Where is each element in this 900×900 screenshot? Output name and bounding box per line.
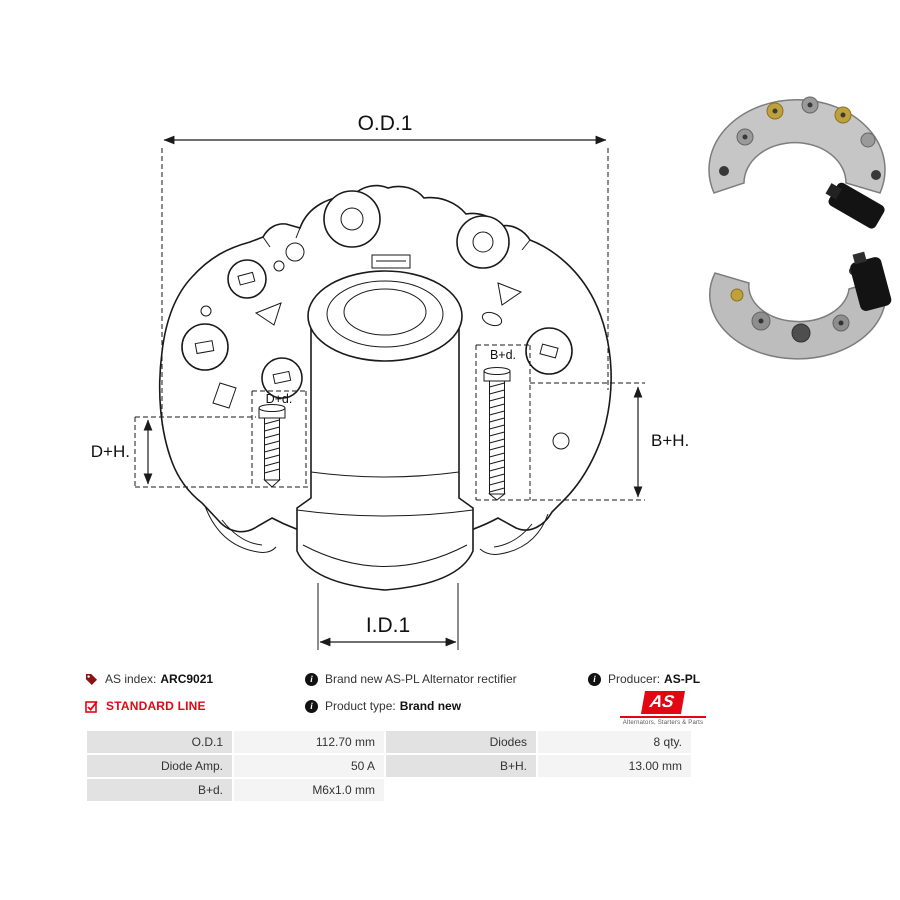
spec-value-cell: M6x1.0 mm [234,779,384,801]
spec-value-cell: 50 A [234,755,384,777]
info-icon: i [305,672,318,686]
dimension-bd-label: B+d. [490,348,516,362]
left-stud [258,404,286,488]
dimension-bd: B+d. [475,344,531,500]
dimension-dd: D+d. [251,390,307,487]
aspl-logo-mark: AS [641,691,685,714]
dimension-id1-label: I.D.1 [366,614,410,637]
spec-label-cell: Diode Amp. [87,755,232,777]
spec-row: O.D.1 112.70 mm Diodes 8 qty. [87,731,691,753]
connector-plug [850,251,892,311]
spec-row: Diode Amp. 50 A B+H. 13.00 mm [87,755,691,777]
standard-line-row: STANDARD LINE [85,698,206,714]
info-icon: i [588,672,601,686]
dimension-dh-label: D+H. [91,442,130,461]
aspl-logo-tagline: Alternators, Starters & Parts [622,720,704,726]
dimension-bh-label: B+H. [651,431,689,450]
aspl-logo: AS Alternators, Starters & Parts [620,691,706,726]
producer-row: i Producer: AS-PL [588,671,700,687]
spec-value-cell: 112.70 mm [234,731,384,753]
spec-table: O.D.1 112.70 mm Diodes 8 qty. Diode Amp.… [85,729,693,803]
info-icon: i [305,699,318,713]
as-index-value: ARC9021 [160,672,214,686]
spec-label-cell: Diodes [386,731,536,753]
producer-value: AS-PL [664,672,701,686]
aspl-logo-underline [620,716,706,718]
product-type-row: i Product type: Brand new [305,698,461,714]
right-stud [483,367,511,501]
product-photo-top [708,96,886,229]
spec-label-cell: O.D.1 [87,731,232,753]
spec-empty-cell [538,779,691,801]
spec-empty-cell [386,779,536,801]
dimension-od1: O.D.1 [161,112,609,428]
spec-label-cell: B+d. [87,779,232,801]
product-type-label: Product type: [325,699,396,713]
dimension-dh: D+H. [91,416,310,488]
spec-label-cell: B+H. [386,755,536,777]
spec-row: B+d. M6x1.0 mm [87,779,691,801]
description-text: Brand new AS-PL Alternator rectifier [325,672,517,686]
as-index-row: AS index: ARC9021 [85,671,213,687]
technical-drawing: O.D.1 I.D.1 D+H. D+d. B+d. B+H. [91,96,892,650]
product-type-value: Brand new [399,699,462,713]
tag-icon [85,673,98,686]
as-index-label: AS index: [105,672,157,686]
dimension-bh: B+H. [476,382,689,501]
diode-holes [181,259,573,450]
dimension-dd-label: D+d. [266,392,293,406]
description-row: i Brand new AS-PL Alternator rectifier [305,671,517,687]
standard-line-label: STANDARD LINE [106,699,206,713]
spec-value-cell: 13.00 mm [538,755,691,777]
center-tube [296,270,474,591]
checkbox-icon [85,700,99,713]
product-photo-bottom [708,251,892,360]
producer-label: Producer: [608,672,661,686]
connector-plug [825,182,885,229]
dimension-id1: I.D.1 [317,583,459,650]
spec-value-cell: 8 qty. [538,731,691,753]
dimension-od1-label: O.D.1 [358,112,413,135]
